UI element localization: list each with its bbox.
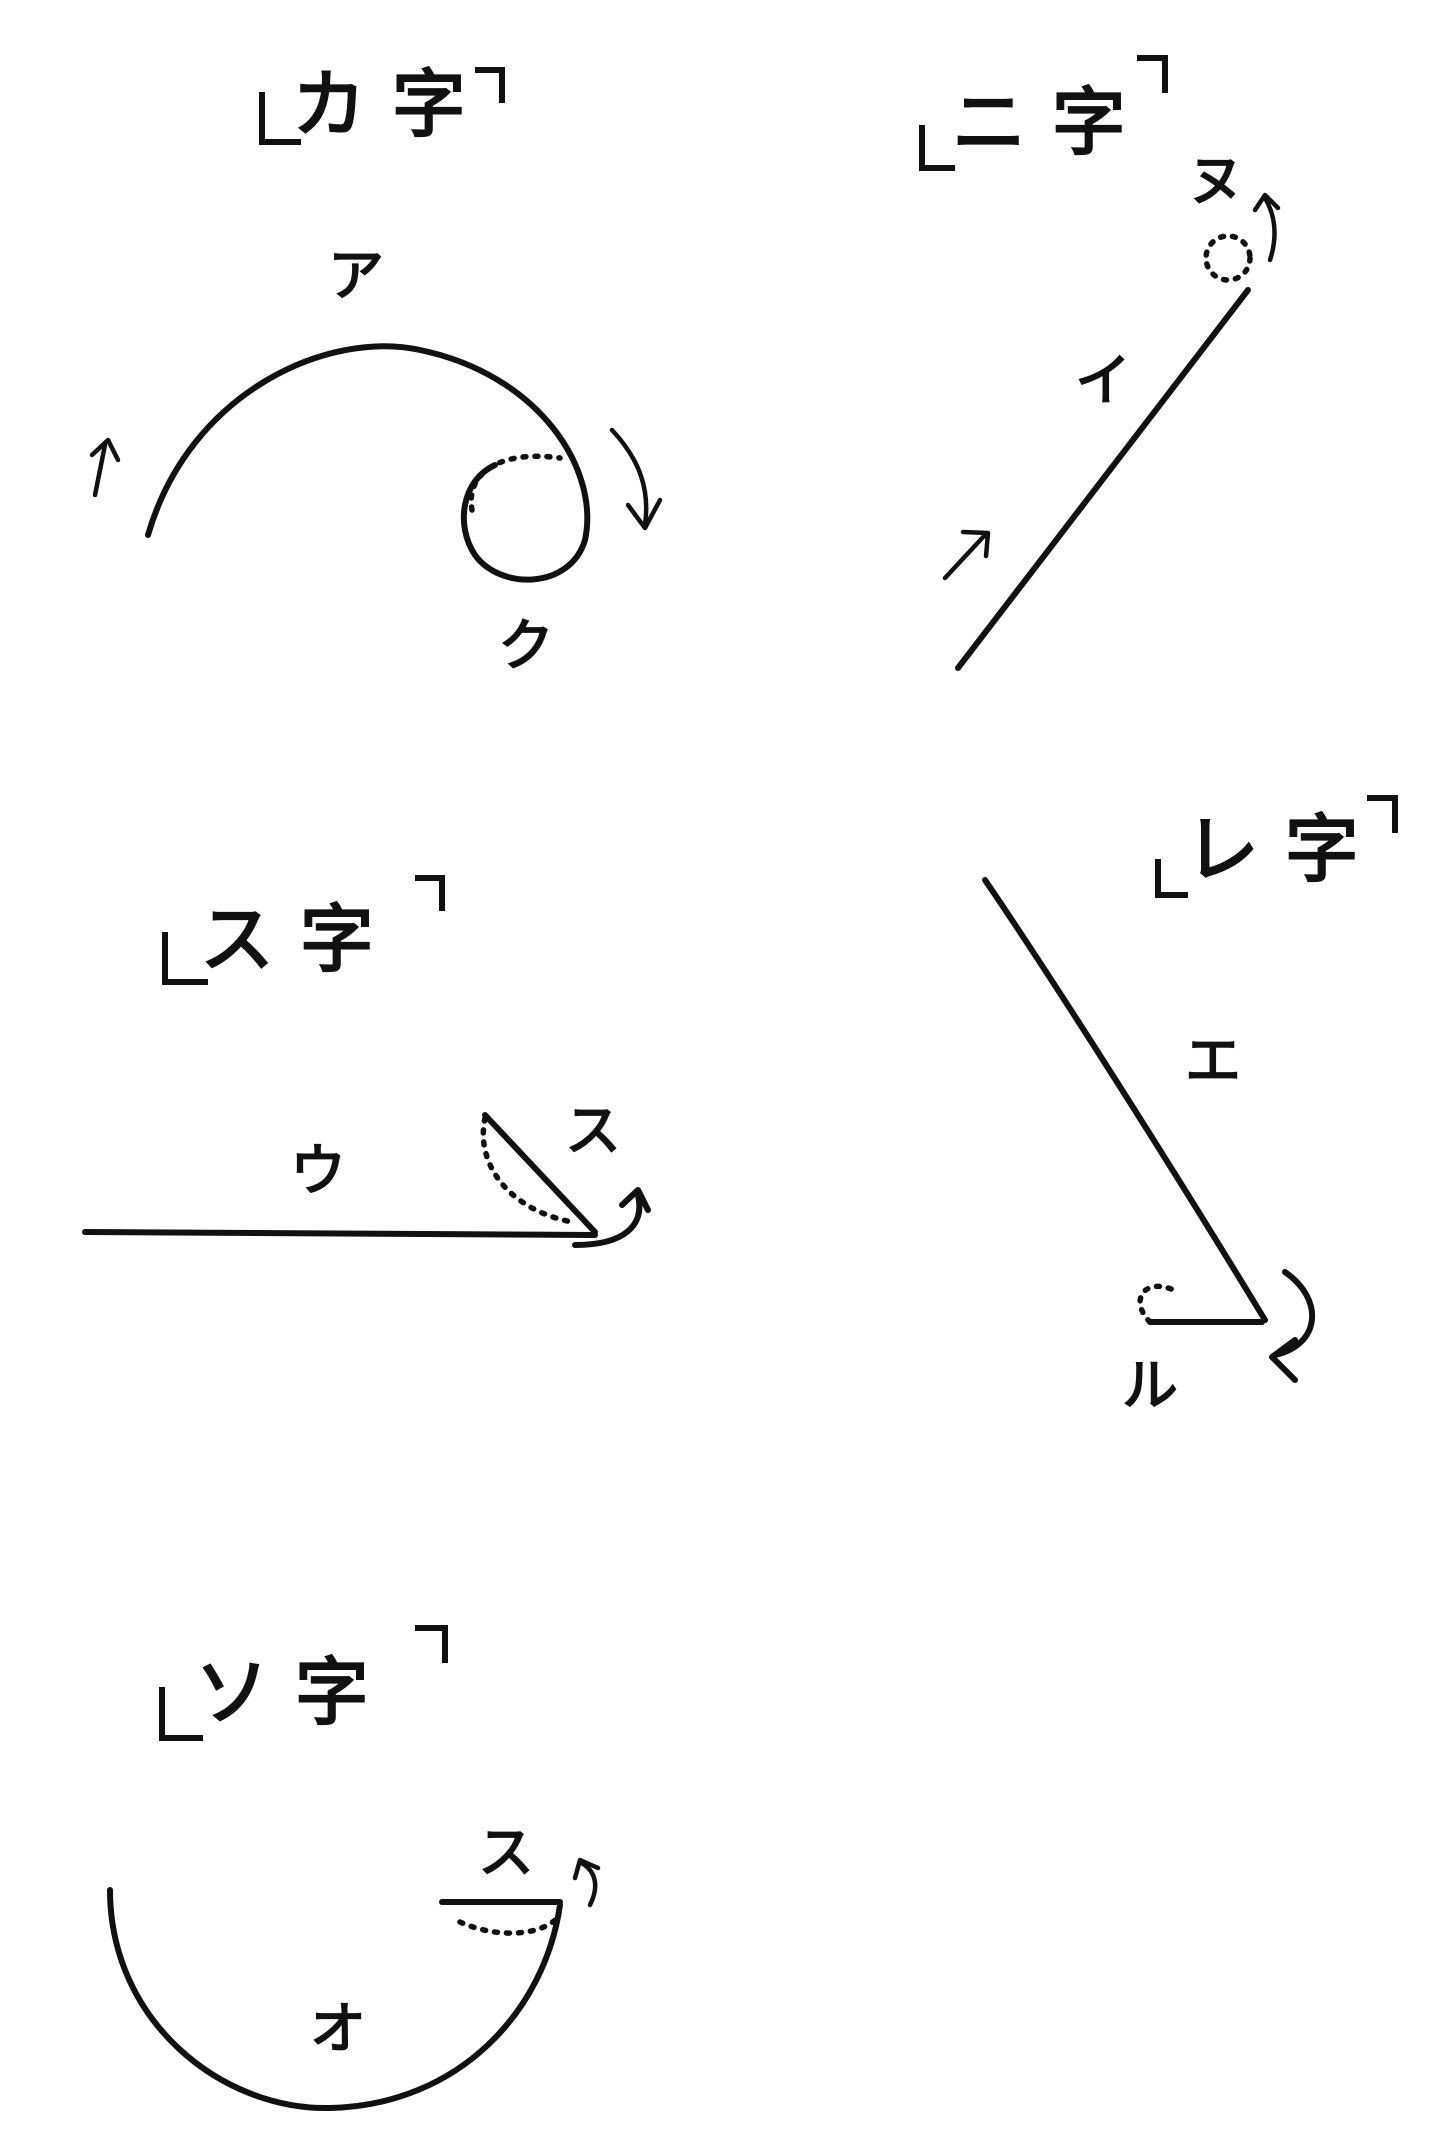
mark-su: ス [565,1098,621,1164]
title-close-bracket [475,67,505,103]
mark-e: エ [1185,1028,1241,1094]
ni-dotted-loop [1203,233,1253,283]
re-main-stroke [982,877,1268,1323]
su-end-arrow [572,1187,651,1248]
mark-o: オ [310,1996,366,2062]
mark-nu: ヌ [1188,148,1244,214]
diagram-re: レ 字 エ ル [982,795,1398,1419]
title-open-bracket [159,1687,203,1741]
diagram-title-so: ソ 字 [195,1650,369,1736]
mark-ru: ル [1122,1353,1178,1419]
ni-end-arrow [1252,192,1281,263]
diagram-so: ソ 字 ス オ [107,1625,601,2112]
ni-main-stroke [955,287,1251,671]
su-horizontal-stroke [82,1229,598,1238]
ka-direction-arrow [609,427,649,528]
diagram-title-ni: ニ 字 [952,80,1126,166]
diagram-title-ka: カ 字 [292,62,466,148]
su-diagonal-stroke [482,1112,598,1235]
title-close-bracket [1367,795,1398,833]
mark-ku: ク [498,613,554,679]
mark-i: イ [1075,348,1131,414]
diagram-title-re: レ 字 [1185,807,1359,893]
ka-start-arrow [89,437,121,498]
title-close-bracket [415,1625,448,1663]
diagram-su: ス 字 ウ ス [82,875,651,1248]
so-dotted-curve [457,1912,563,1936]
diagram-title-su: ス 字 [200,897,374,983]
title-open-bracket [259,92,301,145]
mark-a-top: ア [328,243,384,309]
so-end-arrow [572,1857,601,1908]
re-dotted-loop [1137,1283,1181,1325]
title-open-bracket [162,932,208,985]
diagram-ka: カ 字 ア ク [89,62,663,679]
mark-u: ウ [290,1138,346,1204]
diagram-ni: ニ 字 ヌ イ [919,55,1281,671]
title-close-bracket [415,875,445,911]
ka-arrowhead [625,497,663,531]
mark-su-small: ス [478,1820,534,1886]
title-close-bracket [1137,55,1168,93]
ni-start-arrow [942,529,991,581]
ka-main-stroke [145,343,591,583]
re-end-arrow [1269,1269,1315,1383]
su-dotted-curve [480,1115,575,1225]
so-arc-stroke [107,1887,563,2112]
ka-dotted-loop [468,453,563,513]
title-open-bracket [1155,859,1188,898]
title-open-bracket [919,125,955,171]
